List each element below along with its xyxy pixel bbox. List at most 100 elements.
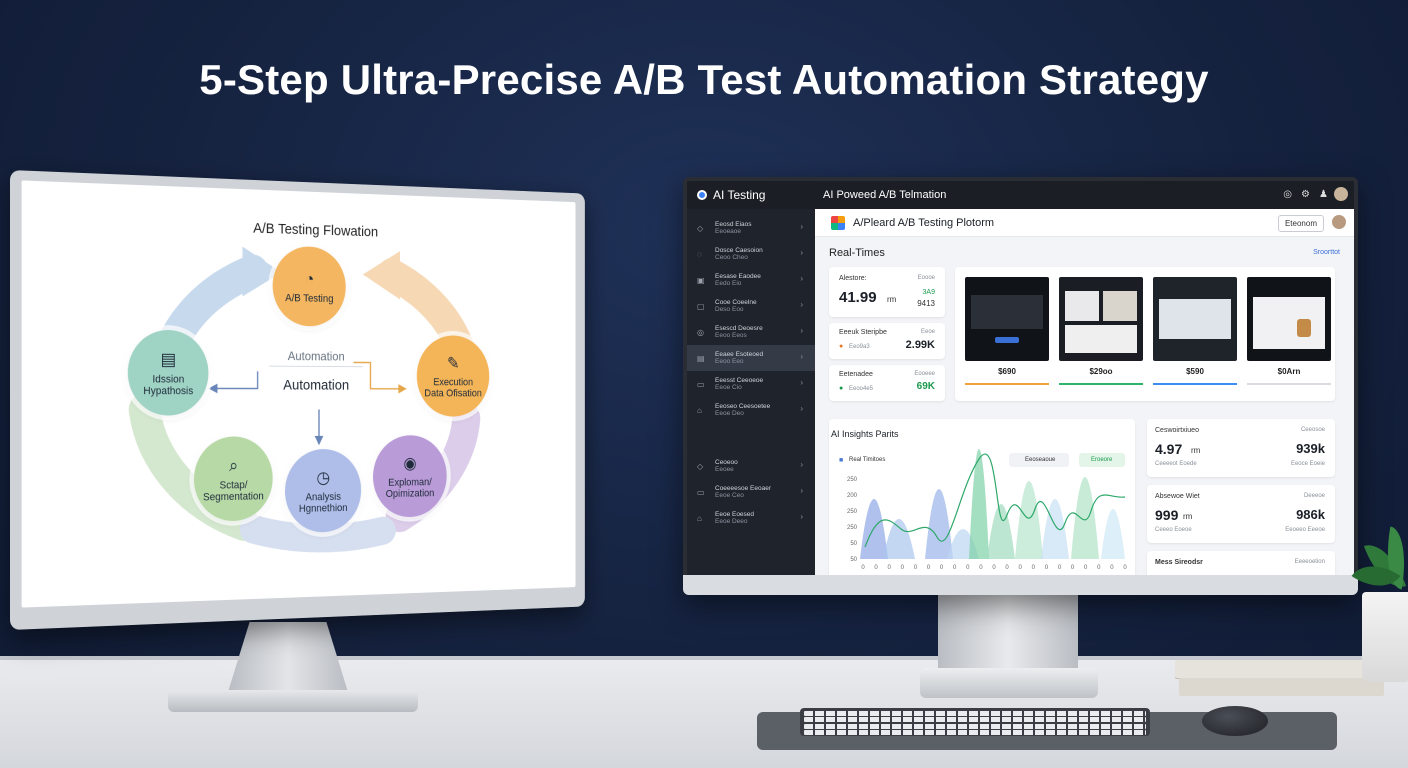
- user-icon[interactable]: ♟: [1319, 189, 1328, 200]
- header-avatar[interactable]: [1332, 215, 1346, 229]
- metric-sub: Eeoo4e5: [849, 386, 874, 392]
- keyboard: [800, 708, 1150, 736]
- chevron-right-icon: ›: [800, 352, 803, 361]
- right-monitor-stand: [938, 595, 1078, 670]
- x-tick-label: 0: [861, 565, 865, 571]
- arrow-head-peach: [362, 250, 401, 300]
- x-tick-label: 0: [1058, 565, 1062, 571]
- settings-icon[interactable]: ⚙: [1301, 189, 1310, 200]
- kpi-card[interactable]: Absewoe Wiet Deeeoe 999 rm 986k Ceeeo Eo…: [1147, 485, 1335, 543]
- metric-label: Eetenadee: [839, 371, 873, 378]
- center-label-main: Automation: [283, 377, 350, 394]
- insights-panel: AI Insights Parits ■ Real Timitoes Eeose…: [829, 419, 1135, 575]
- plant-pot: [1362, 592, 1408, 682]
- kpi-side-label: Deeeoe: [1303, 493, 1325, 499]
- avatar[interactable]: [1334, 187, 1348, 201]
- node-execution[interactable]: ✎ Execution Data Ofisation: [416, 335, 490, 417]
- dashboard-main: A/Pleard A/B Testing Plotorm Eteonom Rea…: [815, 209, 1354, 575]
- search-icon: ⌕: [229, 455, 239, 475]
- chart-area-peak: [987, 504, 1015, 559]
- variant-thumbnail[interactable]: [965, 277, 1049, 361]
- kpi-card[interactable]: Ceswoirtxiueo Ceeosoe 4.97 rm 939k Ceeee…: [1147, 419, 1335, 477]
- right-monitor: AI Testing AI Poweed A/B Telmation ◎ ⚙ ♟…: [683, 177, 1358, 595]
- variant-thumbnail[interactable]: [1153, 277, 1237, 361]
- mouse: [1202, 706, 1268, 736]
- node-label: Exploman/ Opimization: [385, 476, 435, 500]
- chevron-right-icon: ›: [800, 222, 803, 231]
- x-tick-label: 0: [1019, 565, 1023, 571]
- connector-right-head: [398, 384, 407, 394]
- x-tick-label: 0: [940, 565, 944, 571]
- topbar-title: AI Poweed A/B Telmation: [823, 189, 947, 201]
- kpi-unit: rm: [1183, 512, 1193, 521]
- chevron-right-icon: ›: [800, 460, 803, 469]
- chevron-right-icon: ›: [800, 326, 803, 335]
- header-button[interactable]: Eteonom: [1277, 215, 1324, 232]
- metric-side-value: 3A9: [922, 289, 935, 296]
- node-ab-testing[interactable]: ◔ A/B Testing: [272, 245, 346, 327]
- kpi-unit: rm: [1191, 446, 1201, 455]
- section-link[interactable]: Sroorttot: [1313, 249, 1340, 256]
- node-label: Analysis Hgnnethion: [298, 490, 348, 515]
- variant-bar: [1059, 383, 1143, 385]
- book-stack: [1175, 660, 1385, 700]
- metric-card[interactable]: Alestore: Eoooe 41.99 rm 3A9 9413: [829, 267, 945, 317]
- chart-area-peak: [925, 489, 953, 559]
- metric-card[interactable]: Eetenadee Eooeee ● Eeoo4e5 69K: [829, 365, 945, 401]
- x-tick-label: 0: [1032, 565, 1036, 571]
- variant-bar: [1247, 383, 1331, 385]
- connector-left: [213, 371, 258, 388]
- sidebar-item-icon: ◌: [697, 249, 702, 259]
- x-tick-label: 0: [901, 565, 905, 571]
- x-tick-label: 0: [1005, 565, 1009, 571]
- y-tick-label: 250: [847, 477, 858, 483]
- kpi-side-value: 939k: [1296, 441, 1325, 456]
- variant-thumbnail[interactable]: [1059, 277, 1143, 361]
- platform-title: A/Pleard A/B Testing Plotorm: [853, 217, 995, 229]
- metric-card[interactable]: Eeeuk Steripbe Eeoe ● Eeo9a3 2.99K: [829, 323, 945, 359]
- variant-price: $590: [1186, 367, 1204, 376]
- kpi-card[interactable]: Mess Sireodsr Eeeeoetion: [1147, 551, 1335, 575]
- x-tick-label: 0: [1045, 565, 1049, 571]
- variant-price: $690: [998, 367, 1016, 376]
- node-hypothesis[interactable]: ▤ Idssion Hypathosis: [127, 329, 209, 416]
- thumb-button: [995, 337, 1019, 343]
- metric-unit: rm: [887, 295, 897, 304]
- x-tick-label: 0: [1110, 565, 1114, 571]
- sidebar-item-icon: ◇: [697, 461, 704, 471]
- legend-chip[interactable]: [1009, 453, 1069, 467]
- thumb-content: [1065, 325, 1137, 353]
- chevron-right-icon: ›: [800, 300, 803, 309]
- sidebar-item-icon: ▭: [697, 379, 705, 389]
- x-tick-label: 0: [874, 565, 878, 571]
- variant-thumbnail[interactable]: [1247, 277, 1331, 361]
- kpi-label: Ceswoirtxiueo: [1155, 427, 1199, 434]
- x-tick-label: 0: [1071, 565, 1075, 571]
- node-label: Idssion Hypathosis: [143, 373, 194, 397]
- metric-value: 69K: [916, 381, 935, 392]
- metric-side-value-2: 9413: [917, 299, 935, 308]
- sidebar-item-icon: ▤: [697, 353, 705, 363]
- node-label: A/B Testing: [285, 292, 334, 305]
- notification-icon[interactable]: ◎: [1283, 189, 1292, 200]
- dashboard-screen: AI Testing AI Poweed A/B Telmation ◎ ⚙ ♟…: [687, 181, 1354, 575]
- sidebar-gap: [687, 423, 815, 453]
- legend-chip-green[interactable]: [1079, 453, 1125, 467]
- kpi-value: 4.97: [1155, 441, 1183, 457]
